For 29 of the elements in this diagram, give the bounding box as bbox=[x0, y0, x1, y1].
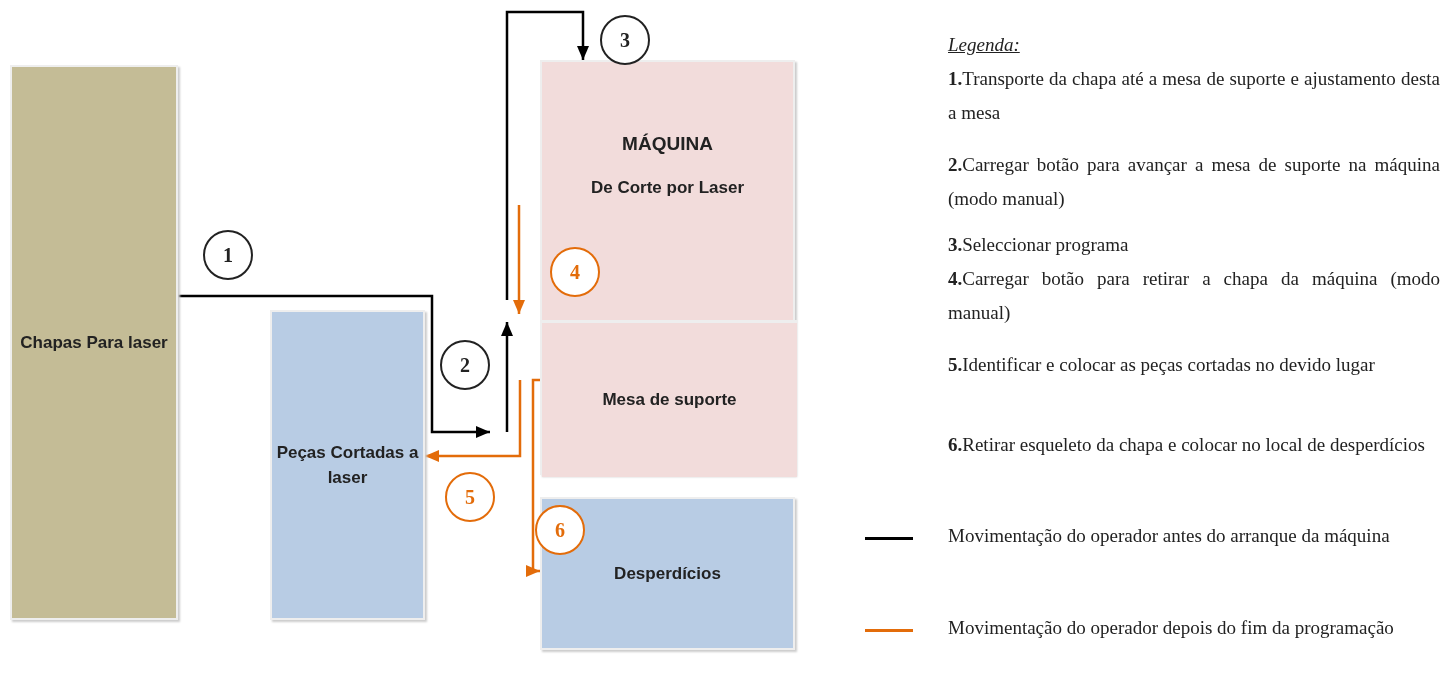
area-subtitle: De Corte por Laser bbox=[590, 176, 744, 199]
legend-note: 4.Carregar botão para retirar a chapa da máquina (modo manual) bbox=[948, 267, 1440, 325]
area-title: MÁQUINA bbox=[622, 132, 713, 156]
step-number-circle: 3 bbox=[600, 15, 650, 65]
area-title: Chapas Para laser bbox=[20, 331, 168, 354]
area-title: Mesa de suporte bbox=[602, 389, 737, 412]
arrow bbox=[505, 10, 589, 300]
step-number-circle: 5 bbox=[445, 472, 495, 522]
legend-note: 3.Seleccionar programa bbox=[948, 233, 1130, 257]
table-area bbox=[542, 320, 797, 477]
legend-note: 1.Transporte da chapa até a mesa de suporte e ajustamento desta a mesa bbox=[948, 67, 1440, 125]
arrow bbox=[526, 378, 542, 577]
area-title: Peças Cortadas a laser bbox=[275, 441, 420, 489]
storage-area bbox=[10, 65, 178, 620]
legend-note: 2.Carregar botão para avançar a mesa de suporte na máquina (modo manual) bbox=[948, 153, 1440, 211]
legend-text: Movimentação do operador depois do fim da programação bbox=[948, 616, 1395, 640]
legend-text: Movimentação do operador antes do arranque da máquina bbox=[948, 524, 1391, 548]
legend-note: 5.Identificar e colocar as peças cortadas no devido lugar bbox=[948, 353, 1376, 377]
area-title: Desperdícios bbox=[614, 562, 721, 585]
step-number-circle: 1 bbox=[203, 230, 253, 280]
arrow bbox=[178, 294, 490, 438]
waste-area bbox=[540, 497, 795, 650]
step-number-circle: 4 bbox=[550, 247, 600, 297]
legend-note: 6.Retirar esqueleto da chapa e colocar no local de desperdícios bbox=[948, 433, 1426, 457]
machine-area bbox=[540, 60, 795, 475]
step-number-circle: 2 bbox=[440, 340, 490, 390]
storage-area bbox=[270, 310, 425, 620]
legend-heading: Legenda: bbox=[948, 33, 1021, 57]
arrow bbox=[425, 380, 522, 462]
